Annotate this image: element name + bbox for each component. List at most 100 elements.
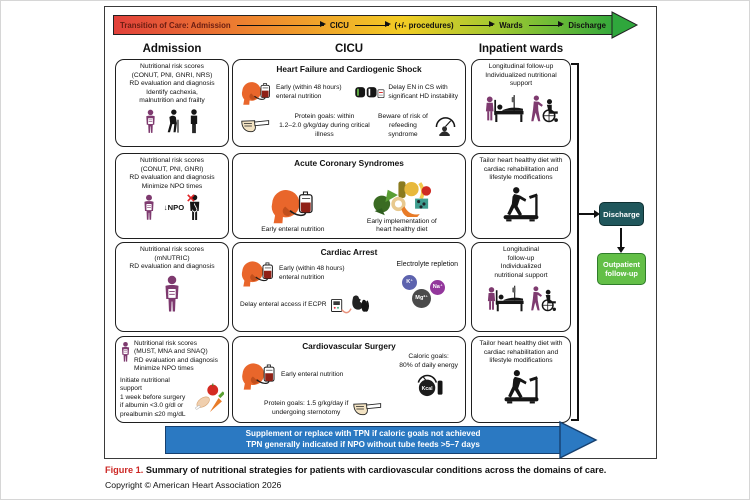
- refeeding-scale-icon: [433, 116, 458, 137]
- person-silhouette-icon: [188, 109, 200, 134]
- wheelchair-caregiver-icon: [530, 285, 557, 312]
- tpn-banner: Supplement or replace with TPN if calori…: [165, 426, 561, 454]
- banner-step-cicu: CICU: [329, 20, 349, 30]
- hospital-bed-icon: [484, 92, 526, 123]
- wards-box-hf: Longitudinal follow-up Individualized nu…: [471, 59, 571, 147]
- kcal-label: Kcal: [421, 386, 433, 392]
- cicu-ca-delay-text: Delay enteral access if ECPR: [240, 300, 327, 308]
- dietitian-icon: [162, 275, 182, 313]
- cicu-box-surgery: Cardiovascular Surgery Early enteral nut…: [232, 336, 466, 423]
- cicu-box-heart-failure: Heart Failure and Cardiogenic Shock Earl…: [232, 59, 466, 147]
- flow-arrow-icon: [354, 21, 391, 28]
- electrolyte-circles: K⁺ Na⁺ Mg²⁺: [398, 273, 456, 309]
- figure-caption-text: Summary of nutritional strategies for pa…: [143, 465, 607, 475]
- flow-arrow-icon: [459, 21, 495, 28]
- admission-acs-text: Nutritional risk scores (CONUT, PNI, GNR…: [129, 157, 215, 190]
- figure-border: Transition of Care: Admission CICU (+/- …: [104, 6, 657, 460]
- admission-surgery-text2: Initiate nutritional support 1 week befo…: [120, 376, 186, 418]
- transition-of-care-banner: Transition of Care: Admission CICU (+/- …: [113, 15, 613, 35]
- cicu-hf-enteral-text: Early (within 48 hours) enteral nutritio…: [276, 84, 342, 100]
- copyright-line: Copyright © American Heart Association 2…: [105, 480, 282, 490]
- cicu-surgery-protein-text: Protein goals: 1.5 g/kg/day if undergoin…: [264, 400, 349, 416]
- infusion-pumps-icon: [354, 85, 385, 100]
- treadmill-icon: [502, 186, 540, 222]
- cicu-surgery-caloric-text: Caloric goals: 80% of daily energy: [399, 353, 458, 369]
- column-header-inpatient-wards: Inpatient wards: [478, 43, 564, 55]
- wheelchair-caregiver-icon: [530, 94, 559, 123]
- npo-label: ↓NPO: [163, 203, 185, 213]
- kcal-scale-icon: Kcal: [414, 371, 444, 398]
- preop-food-icon: [194, 383, 224, 413]
- protein-scoop-icon: [240, 118, 270, 134]
- dietitian-icon: [120, 341, 131, 363]
- admission-surgery-text: Nutritional risk scores (MUST, MNA and S…: [134, 340, 218, 373]
- admission-box-cardiac-arrest: Nutritional risk scores (mNUTRIC) RD eva…: [115, 242, 229, 332]
- potassium-icon: K⁺: [402, 274, 418, 290]
- npo-patient-icon: [186, 194, 202, 221]
- bracket-to-discharge-arrow: [578, 213, 595, 215]
- admission-box-surgery: Nutritional risk scores (MUST, MNA and S…: [115, 336, 229, 423]
- banner-arrowhead-icon: [611, 11, 639, 39]
- flow-arrow-icon: [236, 21, 327, 28]
- wards-box-surgery: Tailor heart healthy diet with cardiac r…: [471, 336, 571, 423]
- wards-surgery-text: Tailor heart healthy diet with cardiac r…: [479, 340, 563, 365]
- discharge-box: Discharge: [599, 202, 644, 226]
- wards-hf-text: Longitudinal follow-up Individualized nu…: [485, 63, 557, 88]
- cicu-acs-title: Acute Coronary Syndromes: [294, 158, 404, 168]
- admission-hf-text: Nutritional risk scores (CONUT, PNI, GNR…: [129, 63, 215, 105]
- wards-ca-text: Longitudinal follow-up Individualized nu…: [494, 246, 548, 279]
- enteral-nutrition-icon: [240, 80, 273, 106]
- banner-step-discharge: Discharge: [568, 20, 607, 30]
- banner-title: Transition of Care: Admission: [120, 20, 231, 30]
- admission-box-acs: Nutritional risk scores (CONUT, PNI, GNR…: [115, 153, 229, 239]
- cicu-hf-delay-text: Delay EN in CS with significant HD insta…: [388, 84, 458, 100]
- column-header-admission: Admission: [142, 43, 202, 55]
- ecpr-icon: [330, 292, 372, 318]
- banner-step-wards: Wards: [499, 20, 523, 30]
- elderly-person-icon: [165, 109, 180, 134]
- healthy-food-icon: [372, 179, 432, 217]
- dietitian-icon: [144, 109, 157, 134]
- admission-box-hf: Nutritional risk scores (CONUT, PNI, GNR…: [115, 59, 229, 147]
- cicu-hf-title: Heart Failure and Cardiogenic Shock: [276, 64, 422, 74]
- rows-to-discharge-bracket: [577, 63, 579, 421]
- bracket-top-hook: [571, 63, 578, 65]
- bracket-bottom-hook: [571, 419, 578, 421]
- enteral-nutrition-icon: [240, 259, 276, 288]
- cicu-box-cardiac-arrest: Cardiac Arrest Early (within 48 hours) e…: [232, 242, 466, 332]
- enteral-nutrition-icon: [269, 187, 317, 225]
- sodium-icon: Na⁺: [430, 279, 446, 295]
- column-header-cicu: CICU: [334, 43, 364, 55]
- banner-step-procedures: (+/- procedures): [394, 20, 454, 30]
- cicu-box-acs: Acute Coronary Syndromes Early enteral n…: [232, 153, 466, 239]
- tpn-banner-arrowhead-icon: [559, 420, 598, 460]
- flow-arrow-icon: [528, 21, 564, 28]
- cicu-hf-refeeding-text: Beware of risk of refeeding syndrome: [378, 113, 428, 138]
- admission-ca-text: Nutritional risk scores (mNUTRIC) RD eva…: [129, 246, 215, 271]
- cicu-surgery-title: Cardiovascular Surgery: [302, 341, 396, 351]
- electrolyte-repletion-label: Electrolyte repletion: [396, 261, 458, 268]
- protein-scoop-icon: [352, 401, 382, 417]
- enteral-nutrition-icon: [240, 361, 278, 391]
- magnesium-icon: Mg²⁺: [412, 288, 432, 308]
- cicu-ca-enteral-text: Early (within 48 hours) enteral nutritio…: [279, 265, 345, 281]
- wards-box-cardiac-arrest: Longitudinal follow-up Individualized nu…: [471, 242, 571, 332]
- cicu-ca-title: Cardiac Arrest: [320, 247, 378, 257]
- dietitian-icon: [142, 194, 156, 221]
- cicu-acs-enteral-text: Early enteral nutrition: [261, 226, 325, 234]
- arrow-head-icon: [616, 247, 625, 253]
- figure-caption: Figure 1. Summary of nutritional strateg…: [105, 465, 665, 475]
- cicu-acs-diet-text: Early implementation of heart healthy di…: [366, 217, 437, 234]
- figure-caption-label: Figure 1.: [105, 465, 144, 475]
- cicu-surgery-enteral-text: Early enteral nutrition: [281, 371, 344, 379]
- arrow-head-icon: [594, 209, 600, 218]
- tpn-banner-line1: Supplement or replace with TPN if calori…: [245, 429, 481, 439]
- wards-box-acs: Tailor heart healthy diet with cardiac r…: [471, 153, 571, 239]
- outpatient-followup-box: Outpatient follow-up: [597, 253, 646, 285]
- discharge-to-outpatient-arrow: [620, 228, 622, 248]
- cicu-hf-protein-text: Protein goals: within 1.2–2.0 g/kg/day d…: [279, 113, 370, 138]
- hospital-bed-icon: [486, 283, 526, 312]
- treadmill-icon: [503, 369, 540, 404]
- tpn-banner-line2: TPN generally indicated if NPO without t…: [246, 440, 480, 449]
